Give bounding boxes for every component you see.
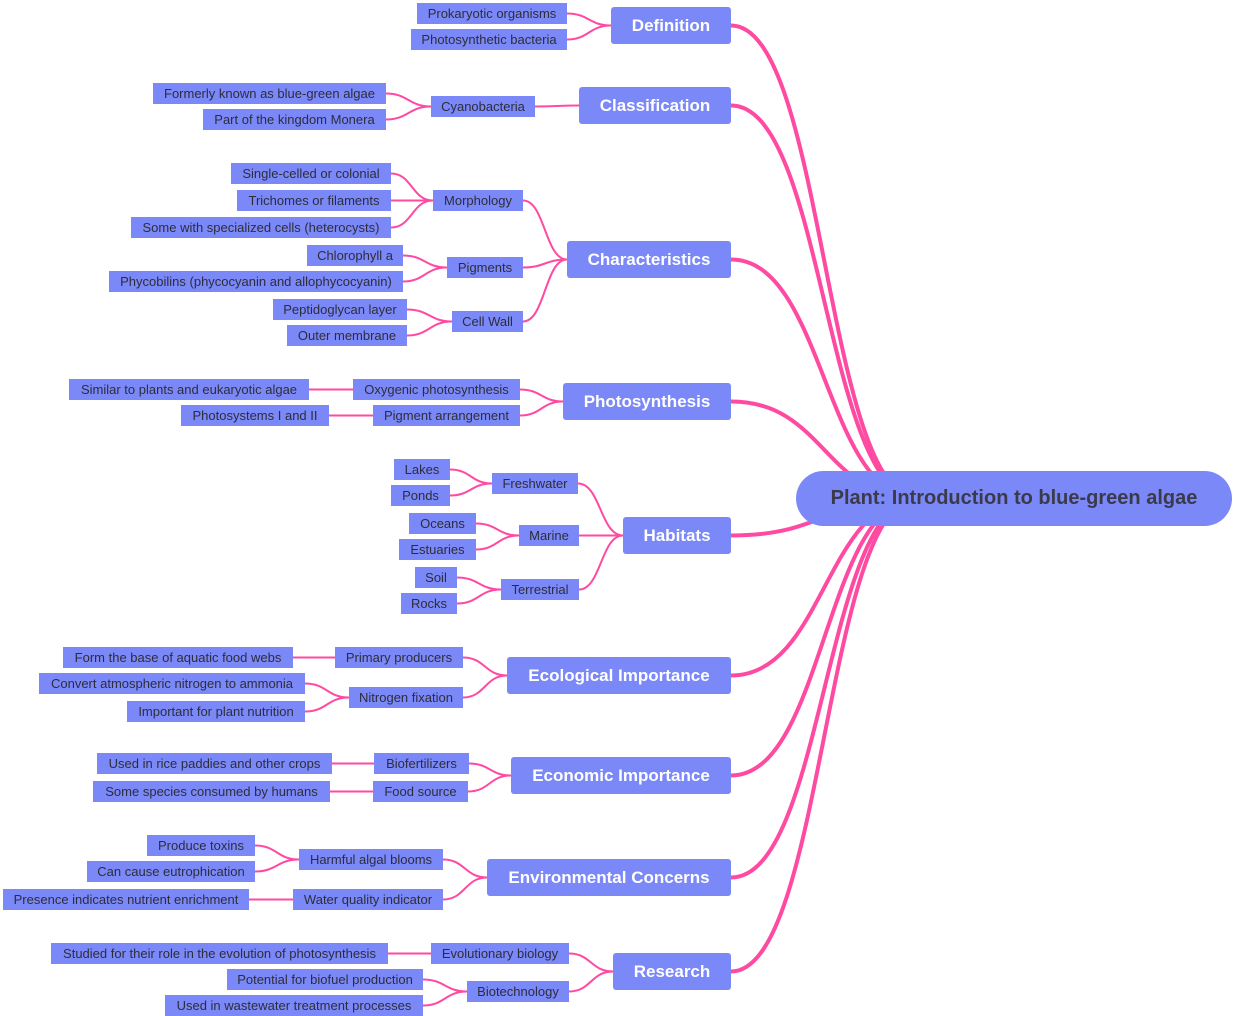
leaf-lakes[interactable]: Lakes: [394, 459, 450, 480]
sub-oxygenic-photosynthesis[interactable]: Oxygenic photosynthesis: [353, 379, 520, 400]
leaf-connector: [385, 105, 432, 121]
branch-connector: [729, 496, 920, 974]
branch-ecological-importance[interactable]: Ecological Importance: [507, 657, 731, 694]
branch-definition[interactable]: Definition: [611, 7, 731, 44]
sub-connector: [468, 762, 512, 777]
sub-connector: [519, 388, 564, 403]
leaf-biofuel-production[interactable]: Potential for biofuel production: [227, 969, 423, 990]
sub-connector: [578, 534, 624, 591]
leaf-soil[interactable]: Soil: [415, 567, 457, 588]
leaf-outer-membrane[interactable]: Outer membrane: [287, 325, 407, 346]
sub-connector: [462, 674, 508, 699]
leaf-produce-toxins[interactable]: Produce toxins: [147, 835, 255, 856]
sub-pigment-arrangement[interactable]: Pigment arrangement: [373, 405, 520, 426]
branch-classification[interactable]: Classification: [579, 87, 731, 124]
leaf-connector: [304, 682, 350, 699]
leaf-trichomes[interactable]: Trichomes or filaments: [237, 190, 391, 211]
sub-connector: [534, 104, 580, 108]
leaf-connector: [456, 576, 502, 591]
branch-habitats[interactable]: Habitats: [623, 517, 731, 554]
sub-connector: [522, 258, 568, 323]
sub-food-source[interactable]: Food source: [373, 781, 468, 802]
branch-environmental-concerns[interactable]: Environmental Concerns: [487, 859, 731, 896]
sub-evolutionary-biology[interactable]: Evolutionary biology: [431, 943, 569, 964]
sub-morphology[interactable]: Morphology: [433, 190, 523, 211]
leaf-kingdom-monera[interactable]: Part of the kingdom Monera: [203, 109, 386, 130]
leaf-connector: [254, 844, 300, 861]
leaf-convert-nitrogen[interactable]: Convert atmospheric nitrogen to ammonia: [39, 673, 305, 694]
leaf-phycobilins[interactable]: Phycobilins (phycocyanin and allophycocy…: [109, 271, 403, 292]
sub-connector: [568, 952, 614, 973]
branch-connector: [729, 496, 920, 880]
sub-nitrogen-fixation[interactable]: Nitrogen fixation: [349, 687, 463, 708]
branch-connector: [729, 23, 920, 501]
leaf-connector: [304, 696, 350, 713]
leaf-prokaryotic-organisms[interactable]: Prokaryotic organisms: [417, 3, 567, 24]
sub-cell-wall[interactable]: Cell Wall: [452, 311, 523, 332]
branch-economic-importance[interactable]: Economic Importance: [511, 757, 731, 794]
leaf-oceans[interactable]: Oceans: [409, 513, 476, 534]
leaf-connector: [385, 92, 432, 108]
sub-connector: [566, 12, 612, 27]
leaf-connector: [390, 172, 434, 202]
leaf-connector: [449, 482, 493, 497]
leaf-formerly-blue-green[interactable]: Formerly known as blue-green algae: [153, 83, 386, 104]
leaf-consumed-by-humans[interactable]: Some species consumed by humans: [93, 781, 330, 802]
branch-characteristics[interactable]: Characteristics: [567, 241, 731, 278]
leaf-connector: [475, 522, 520, 537]
leaf-connector: [475, 534, 520, 551]
sub-connector: [462, 656, 508, 677]
leaf-rice-paddies[interactable]: Used in rice paddies and other crops: [97, 753, 332, 774]
leaf-ponds[interactable]: Ponds: [391, 485, 450, 506]
sub-connector: [442, 876, 488, 901]
root-node[interactable]: Plant: Introduction to blue-green algae: [796, 471, 1232, 526]
leaf-connector: [422, 990, 468, 1007]
leaf-photosynthetic-bacteria[interactable]: Photosynthetic bacteria: [411, 29, 567, 50]
leaf-connector: [390, 199, 434, 229]
leaf-rocks[interactable]: Rocks: [401, 593, 457, 614]
branch-research[interactable]: Research: [613, 953, 731, 990]
leaf-estuaries[interactable]: Estuaries: [399, 539, 476, 560]
sub-connector: [519, 400, 564, 417]
sub-harmful-algal-blooms[interactable]: Harmful algal blooms: [299, 849, 443, 870]
sub-connector: [577, 482, 624, 537]
leaf-connector: [422, 978, 468, 993]
sub-connector: [522, 199, 568, 261]
leaf-evolution-of-photosynthesis[interactable]: Studied for their role in the evolution …: [51, 943, 388, 964]
leaf-single-celled[interactable]: Single-celled or colonial: [231, 163, 391, 184]
leaf-connector: [456, 588, 502, 605]
sub-connector: [566, 24, 612, 41]
sub-freshwater[interactable]: Freshwater: [492, 473, 578, 494]
sub-biofertilizers[interactable]: Biofertilizers: [374, 753, 469, 774]
sub-connector: [442, 858, 488, 879]
sub-connector: [568, 970, 614, 993]
leaf-connector: [402, 254, 448, 269]
leaf-peptidoglycan[interactable]: Peptidoglycan layer: [273, 299, 407, 320]
leaf-chlorophyll-a[interactable]: Chlorophyll a: [307, 245, 403, 266]
leaf-photosystems[interactable]: Photosystems I and II: [181, 405, 329, 426]
leaf-connector: [406, 320, 453, 337]
leaf-eutrophication[interactable]: Can cause eutrophication: [87, 861, 255, 882]
leaf-plant-nutrition[interactable]: Important for plant nutrition: [127, 701, 305, 722]
leaf-nutrient-enrichment[interactable]: Presence indicates nutrient enrichment: [3, 889, 249, 910]
leaf-food-webs[interactable]: Form the base of aquatic food webs: [63, 647, 293, 668]
sub-primary-producers[interactable]: Primary producers: [335, 647, 463, 668]
leaf-heterocysts[interactable]: Some with specialized cells (heterocysts…: [131, 217, 391, 238]
sub-marine[interactable]: Marine: [519, 525, 579, 546]
leaf-connector: [254, 858, 300, 873]
leaf-connector: [402, 266, 448, 283]
leaf-connector: [449, 468, 493, 485]
leaf-connector: [406, 308, 453, 323]
sub-cyanobacteria[interactable]: Cyanobacteria: [431, 96, 535, 117]
sub-biotechnology[interactable]: Biotechnology: [467, 981, 569, 1002]
sub-terrestrial[interactable]: Terrestrial: [501, 579, 579, 600]
sub-pigments[interactable]: Pigments: [447, 257, 523, 278]
sub-water-quality-indicator[interactable]: Water quality indicator: [293, 889, 443, 910]
leaf-wastewater-treatment[interactable]: Used in wastewater treatment processes: [165, 995, 423, 1016]
leaf-similar-to-plants[interactable]: Similar to plants and eukaryotic algae: [69, 379, 309, 400]
branch-connector: [729, 103, 920, 501]
branch-photosynthesis[interactable]: Photosynthesis: [563, 383, 731, 420]
sub-connector: [467, 774, 512, 793]
